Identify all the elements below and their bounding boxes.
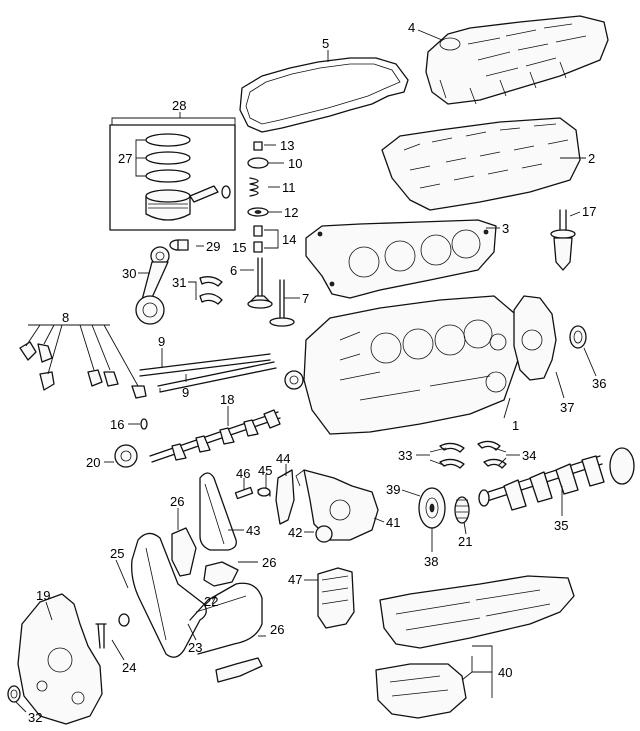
crank-sprocket [454, 496, 470, 524]
callout-3: 3 [502, 221, 509, 236]
callout-8: 8 [62, 310, 69, 325]
sprocket-small [284, 370, 304, 390]
tensioner-small-parts [234, 469, 295, 525]
valve-spring-parts [247, 141, 269, 253]
main-bearings [439, 440, 507, 469]
callout-26c: 26 [270, 622, 284, 637]
valve-cover-gasket [239, 57, 409, 133]
callout-10: 10 [288, 156, 302, 171]
callout-7: 7 [302, 291, 309, 306]
callout-40: 40 [498, 665, 512, 680]
callout-26a: 26 [170, 494, 184, 509]
callout-11: 11 [282, 180, 296, 195]
callout-numbers: 1 2 3 4 5 6 7 8 9 9 10 11 12 13 14 15 16… [28, 20, 606, 725]
callout-47: 47 [288, 572, 302, 587]
callout-6: 6 [230, 263, 237, 278]
small-pin [140, 418, 148, 430]
callout-15: 15 [232, 240, 246, 255]
rod-bushing [169, 239, 189, 251]
front-seal [569, 325, 587, 349]
callout-27: 27 [118, 151, 132, 166]
callout-30: 30 [122, 266, 136, 281]
oil-pan-upper [379, 575, 575, 649]
callout-26b: 26 [262, 555, 276, 570]
callout-2: 2 [588, 151, 595, 166]
engine-block [303, 295, 521, 435]
callout-39: 39 [386, 482, 400, 497]
callout-29: 29 [206, 239, 220, 254]
callout-46: 46 [236, 466, 250, 481]
timing-chain-guides [171, 527, 263, 683]
cam-sprocket [114, 444, 138, 468]
oil-filter-housing [317, 567, 355, 629]
bolt [95, 613, 130, 649]
case-seal [7, 685, 21, 703]
callout-42: 42 [288, 525, 302, 540]
rocker-shafts [139, 353, 277, 393]
timing-cover-plate [513, 295, 557, 381]
callout-31: 31 [172, 275, 186, 290]
callout-43: 43 [246, 523, 260, 538]
callout-4: 4 [408, 20, 415, 35]
rod-bearings [199, 276, 223, 305]
callout-17: 17 [582, 204, 596, 219]
lower-timing-chain [131, 532, 263, 658]
callout-19: 19 [36, 588, 50, 603]
crankshaft [478, 447, 635, 511]
cylinder-head [381, 117, 581, 211]
callout-41: 41 [386, 515, 400, 530]
callout-13: 13 [280, 138, 294, 153]
callout-28: 28 [172, 98, 186, 113]
callout-23: 23 [188, 640, 202, 655]
crank-damper [418, 487, 446, 529]
callout-36: 36 [592, 376, 606, 391]
rocker-arms [19, 341, 147, 399]
upper-timing-chain [199, 472, 237, 551]
callout-45: 45 [258, 463, 272, 478]
piston-assembly [109, 124, 236, 231]
oil-pan-lower [375, 663, 467, 719]
head-gasket [305, 219, 497, 299]
callout-14: 14 [282, 232, 296, 247]
callout-1: 1 [512, 418, 519, 433]
callout-37: 37 [560, 400, 574, 415]
callout-25: 25 [110, 546, 124, 561]
callout-24: 24 [122, 660, 136, 675]
callout-12: 12 [284, 205, 298, 220]
oil-pump [295, 469, 379, 543]
callout-44: 44 [276, 451, 290, 466]
callout-35: 35 [554, 518, 568, 533]
connecting-rod [135, 246, 170, 325]
callout-20: 20 [86, 455, 100, 470]
callout-9a: 9 [158, 334, 165, 349]
callout-33: 33 [398, 448, 412, 463]
leader-lines [15, 29, 597, 713]
dipstick-tube [550, 209, 576, 271]
timing-case-cover [17, 593, 103, 725]
callout-5: 5 [322, 36, 329, 51]
valve-cover [425, 15, 609, 105]
callout-21: 21 [458, 534, 472, 549]
callout-38: 38 [424, 554, 438, 569]
callout-9b: 9 [182, 385, 189, 400]
callout-32: 32 [28, 710, 42, 725]
callout-16: 16 [110, 417, 124, 432]
camshaft [149, 409, 281, 463]
valves [247, 257, 295, 327]
callout-34: 34 [522, 448, 536, 463]
callout-18: 18 [220, 392, 234, 407]
callout-22: 22 [204, 594, 218, 609]
